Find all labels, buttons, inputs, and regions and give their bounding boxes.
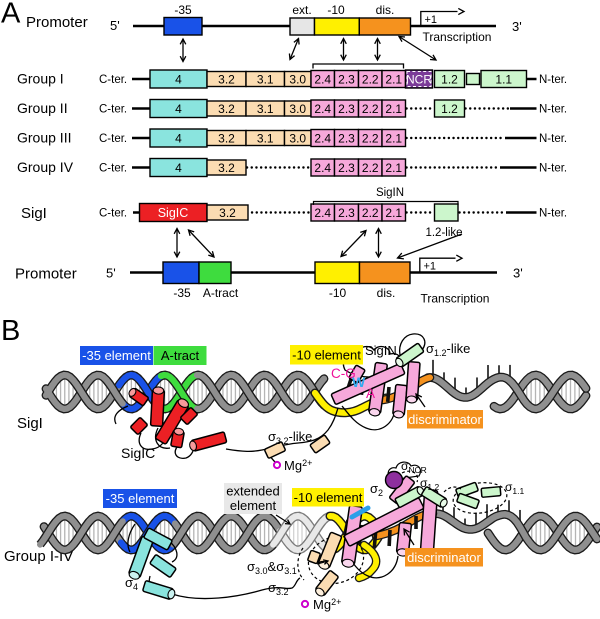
- svg-text:+1: +1: [424, 261, 437, 273]
- svg-text:-35 element: -35 element: [82, 348, 151, 363]
- svg-text:Group III: Group III: [17, 130, 71, 146]
- svg-text:dis.: dis.: [376, 3, 395, 17]
- svg-text:5': 5': [106, 266, 116, 281]
- svg-text:ext.: ext.: [292, 3, 311, 17]
- svg-text:2.1: 2.1: [385, 131, 402, 145]
- svg-text:extended: extended: [226, 484, 280, 499]
- svg-text:A: A: [366, 386, 375, 401]
- svg-text:1.1: 1.1: [495, 72, 512, 86]
- svg-text:A-tract: A-tract: [203, 286, 239, 300]
- svg-text:2.3: 2.3: [338, 102, 355, 116]
- svg-text:1.2-like: 1.2-like: [425, 227, 462, 239]
- svg-text:3': 3': [512, 19, 522, 34]
- svg-text:C-G: C-G: [331, 366, 356, 381]
- svg-text:C-ter.: C-ter.: [99, 74, 127, 86]
- svg-text:Group I: Group I: [17, 71, 64, 87]
- svg-text:SigIN: SigIN: [365, 343, 397, 358]
- svg-text:3.0: 3.0: [289, 102, 306, 116]
- svg-text:SigIC: SigIC: [121, 445, 155, 461]
- svg-text:-10: -10: [327, 3, 345, 17]
- svg-text:-35 element: -35 element: [106, 491, 175, 506]
- svg-text:SigI: SigI: [21, 205, 47, 222]
- svg-text:2.3: 2.3: [338, 206, 355, 220]
- svg-text:2.4: 2.4: [314, 206, 331, 220]
- svg-text:2.1: 2.1: [385, 206, 402, 220]
- svg-text:discriminator: discriminator: [407, 550, 481, 565]
- svg-text:3.1: 3.1: [257, 102, 274, 116]
- svg-text:SigI: SigI: [17, 415, 43, 432]
- svg-text:discriminator: discriminator: [408, 412, 482, 427]
- svg-text:Group IV: Group IV: [17, 159, 74, 175]
- svg-text:Transcription: Transcription: [421, 292, 490, 306]
- svg-text:1.2: 1.2: [441, 72, 458, 86]
- svg-text:2.4: 2.4: [314, 131, 331, 145]
- svg-text:3': 3': [513, 266, 523, 281]
- svg-text:3.2: 3.2: [218, 161, 235, 175]
- svg-text:5': 5': [110, 18, 120, 33]
- svg-text:2.3: 2.3: [338, 161, 355, 175]
- svg-text:3.0: 3.0: [289, 131, 306, 145]
- svg-text:Group I-IV: Group I-IV: [4, 548, 73, 565]
- svg-text:A: A: [1, 0, 21, 30]
- svg-text:3.0: 3.0: [289, 72, 306, 86]
- svg-text:σ3.2-like: σ3.2-like: [268, 429, 312, 446]
- svg-text:C-ter.: C-ter.: [99, 133, 127, 145]
- svg-text:2.1: 2.1: [385, 72, 402, 86]
- svg-text:4: 4: [175, 102, 182, 116]
- svg-text:N-ter.: N-ter.: [539, 163, 567, 175]
- svg-text:2.2: 2.2: [362, 206, 379, 220]
- svg-text:2.1: 2.1: [385, 102, 402, 116]
- svg-text:+1: +1: [425, 14, 438, 26]
- svg-text:2.4: 2.4: [314, 102, 331, 116]
- svg-text:2.2: 2.2: [362, 131, 379, 145]
- svg-text:-35: -35: [173, 286, 191, 300]
- svg-text:2.3: 2.3: [338, 131, 355, 145]
- svg-text:1.2: 1.2: [441, 102, 458, 116]
- svg-text:4: 4: [175, 131, 182, 145]
- svg-text:3.2: 3.2: [219, 206, 236, 220]
- svg-text:4: 4: [175, 72, 182, 86]
- svg-text:2.2: 2.2: [362, 102, 379, 116]
- svg-text:C-ter.: C-ter.: [99, 163, 127, 175]
- svg-text:-35: -35: [174, 3, 192, 17]
- svg-text:2.4: 2.4: [314, 161, 331, 175]
- svg-text:SigIC: SigIC: [158, 206, 189, 220]
- svg-text:Group II: Group II: [17, 100, 68, 116]
- svg-text:N-ter.: N-ter.: [539, 208, 567, 220]
- svg-text:N-ter.: N-ter.: [539, 133, 567, 145]
- svg-text:4: 4: [175, 161, 182, 175]
- svg-text:-10 element: -10 element: [292, 348, 361, 363]
- svg-text:σ1.2-like: σ1.2-like: [426, 341, 470, 358]
- svg-text:dis.: dis.: [377, 286, 396, 300]
- svg-text:C-ter.: C-ter.: [99, 208, 127, 220]
- svg-text:3.1: 3.1: [257, 72, 274, 86]
- svg-text:C-ter.: C-ter.: [99, 104, 127, 116]
- svg-text:3.2: 3.2: [218, 131, 235, 145]
- svg-text:Transcription: Transcription: [423, 30, 492, 44]
- svg-text:W: W: [352, 374, 366, 390]
- svg-text:SigIN: SigIN: [376, 187, 404, 199]
- svg-text:B: B: [1, 315, 20, 347]
- svg-text:element: element: [230, 498, 277, 513]
- svg-text:Promoter: Promoter: [15, 266, 77, 283]
- svg-text:3.2: 3.2: [218, 102, 235, 116]
- svg-text:-10 element: -10 element: [294, 490, 363, 505]
- svg-text:2.2: 2.2: [362, 161, 379, 175]
- svg-text:3.2: 3.2: [218, 72, 235, 86]
- svg-text:A-tract: A-tract: [161, 348, 200, 363]
- svg-text:2.4: 2.4: [314, 72, 331, 86]
- svg-text:2.1: 2.1: [385, 161, 402, 175]
- svg-text:3.1: 3.1: [257, 131, 274, 145]
- svg-text:N-ter.: N-ter.: [539, 104, 567, 116]
- svg-text:-10: -10: [329, 286, 347, 300]
- svg-text:2.2: 2.2: [362, 72, 379, 86]
- svg-text:N-ter.: N-ter.: [539, 74, 567, 86]
- svg-text:Promoter: Promoter: [26, 14, 88, 31]
- svg-text:2.3: 2.3: [338, 72, 355, 86]
- svg-text:NCR: NCR: [406, 72, 432, 86]
